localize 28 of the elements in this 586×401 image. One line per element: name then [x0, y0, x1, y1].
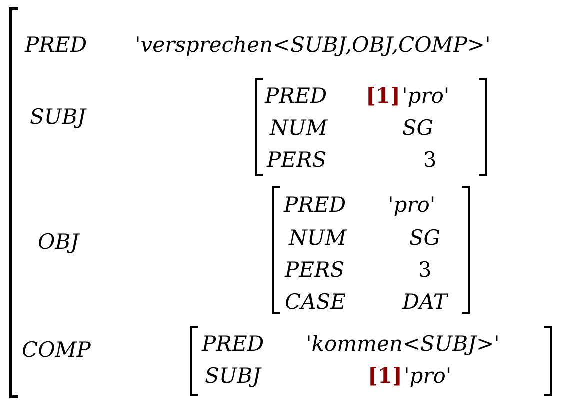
attribute-label: PRED	[265, 83, 328, 109]
attribute-label: OBJ	[38, 229, 80, 255]
attribute-value: SG	[402, 115, 434, 141]
attribute-label: PRED	[202, 331, 264, 357]
attribute-label: NUM	[289, 225, 347, 251]
attribute-matrix	[190, 326, 552, 396]
attribute-value: 'pro'	[402, 83, 450, 109]
attribute-value: 3	[423, 147, 437, 173]
attribute-matrix	[272, 186, 470, 314]
attribute-value: 'pro'	[404, 363, 452, 389]
attribute-label: PERS	[267, 147, 327, 173]
index-tag: [1]	[368, 363, 402, 389]
attribute-label: PRED	[25, 32, 88, 58]
attribute-value: SG	[409, 225, 441, 251]
attribute-label: SUBJ	[30, 104, 86, 130]
attribute-value: 'pro'	[388, 192, 436, 218]
attribute-value: DAT	[402, 289, 448, 315]
attribute-value: 'kommen<SUBJ>'	[306, 331, 500, 357]
attribute-label: NUM	[270, 115, 328, 141]
index-tag: [1]	[366, 83, 400, 109]
attribute-matrix	[255, 78, 487, 176]
attribute-value: 'versprechen<SUBJ,OBJ,COMP>'	[135, 32, 491, 58]
attribute-label: PERS	[285, 257, 345, 283]
attribute-label: SUBJ	[205, 363, 261, 389]
attribute-label: PRED	[284, 192, 346, 218]
attribute-label: CASE	[285, 289, 346, 315]
attribute-value: 3	[418, 257, 432, 283]
attribute-label: COMP	[22, 337, 91, 363]
